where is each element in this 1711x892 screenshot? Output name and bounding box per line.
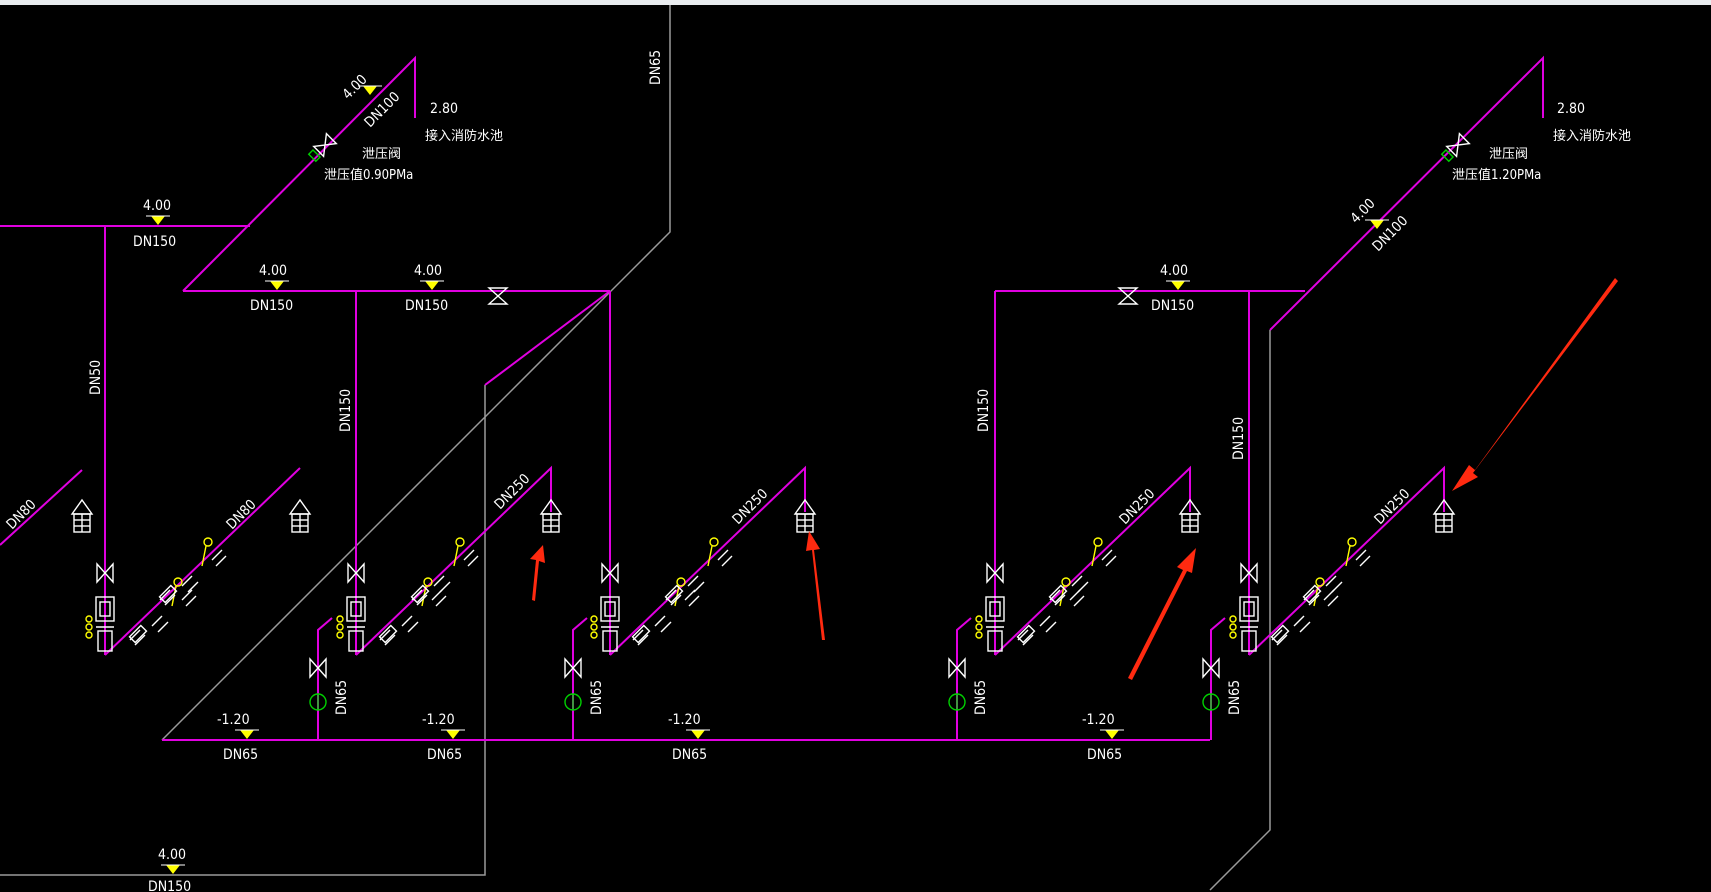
pipe-size-label: DN65 — [672, 747, 707, 763]
pipe-labels: 4.00 DN150 4.00 DN150 4.00 DN150 4.00 DN… — [4, 50, 1414, 892]
pipe-size-label: DN150 — [1151, 298, 1194, 314]
pipe-network-left — [0, 55, 1210, 741]
pipe-size-label: DN100 — [362, 89, 404, 131]
pool-label: 接入消防水池 — [425, 128, 503, 144]
pipe-size-label: DN250 — [1372, 486, 1414, 528]
elev-label: 2.80 — [430, 101, 458, 117]
pipe-size-label: DN150 — [1231, 417, 1247, 460]
annotation-labels: 2.80 接入消防水池 泄压阀 泄压值0.90PMa 2.80 接入消防水池 泄… — [324, 101, 1631, 183]
pipe-size-label: DN65 — [334, 680, 350, 715]
gray-riser-lines — [0, 5, 1271, 891]
pipe-size-label: DN50 — [88, 360, 104, 395]
elev-label: -1.20 — [1082, 712, 1115, 728]
pipe-size-label: DN250 — [1117, 486, 1159, 528]
elev-label: -1.20 — [668, 712, 701, 728]
pipe-size-label: DN150 — [250, 298, 293, 314]
pipe-size-label: DN65 — [589, 680, 605, 715]
pipe-network-right — [956, 55, 1544, 740]
elev-label: -1.20 — [217, 712, 250, 728]
relief-valve-label: 泄压阀 — [362, 147, 401, 162]
pipe-size-label: DN65 — [1227, 680, 1243, 715]
elev-label: 4.00 — [158, 847, 186, 863]
relief-setting-label: 泄压值0.90PMa — [324, 167, 413, 183]
arrow-pointer — [530, 545, 545, 601]
arrow-pointer — [1452, 278, 1618, 491]
pipe-size-label: DN80 — [224, 497, 260, 533]
pressure-gauges — [309, 693, 1220, 711]
elevation-markers — [145, 85, 1390, 875]
pipe-size-label: DN65 — [427, 747, 462, 763]
pipe-size-label: DN100 — [1370, 213, 1412, 255]
relief-setting-label: 泄压值1.20PMa — [1452, 167, 1541, 183]
arrow-pointer — [806, 531, 825, 640]
pipe-size-label: DN150 — [133, 234, 176, 250]
elev-label: 4.00 — [259, 263, 287, 279]
elev-label: 4.00 — [143, 198, 171, 214]
red-arrows — [530, 278, 1618, 680]
elev-label: 4.00 — [1160, 263, 1188, 279]
pool-label: 接入消防水池 — [1553, 128, 1631, 144]
elev-label: 4.00 — [414, 263, 442, 279]
pipe-system-diagram: 4.00 DN150 4.00 DN150 4.00 DN150 4.00 DN… — [0, 5, 1631, 892]
pipe-size-label: DN65 — [973, 680, 989, 715]
elev-label: 4.00 — [340, 72, 371, 103]
pipe-size-label: DN65 — [223, 747, 258, 763]
pipe-size-label: DN150 — [338, 389, 354, 432]
elev-label: 2.80 — [1557, 101, 1585, 117]
relief-valves — [307, 132, 1471, 163]
pipe-size-label: DN65 — [1087, 747, 1122, 763]
relief-valve-label: 泄压阀 — [1489, 147, 1528, 162]
valve-symbols — [85, 287, 1371, 678]
pipe-size-label: DN65 — [648, 50, 664, 85]
window-top-bar — [0, 0, 1711, 5]
pipe-size-label: DN150 — [148, 879, 191, 892]
arrow-pointer — [1128, 548, 1196, 680]
elev-label: -1.20 — [422, 712, 455, 728]
pipe-size-label: DN150 — [405, 298, 448, 314]
pipe-size-label: DN150 — [976, 389, 992, 432]
